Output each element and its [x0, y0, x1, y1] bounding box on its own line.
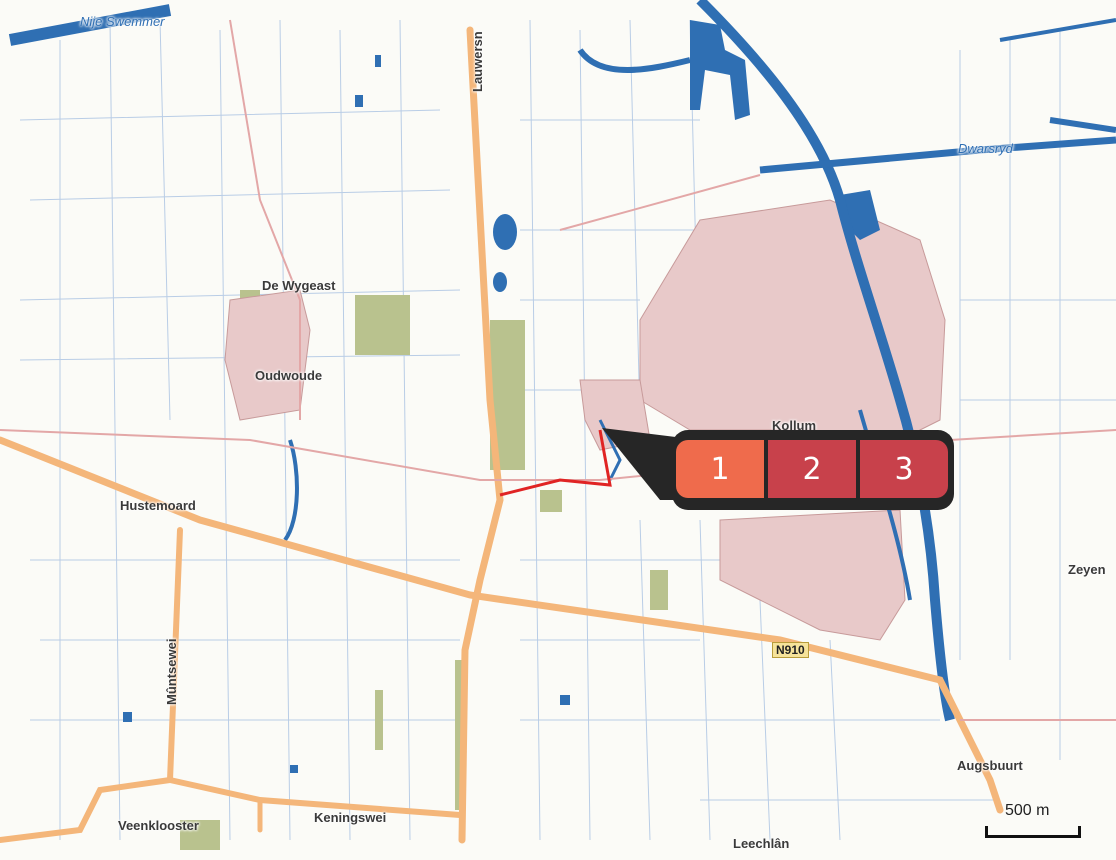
place-label: Hustemoard: [120, 498, 196, 513]
segment-label: 3: [894, 451, 914, 487]
roads: [0, 26, 1004, 844]
place-label: De Wygeast: [262, 278, 336, 293]
place-label: Kollum: [772, 418, 817, 433]
route-line: [499, 429, 612, 497]
waterways: [8, 0, 1116, 722]
place-label: Zeyen: [1068, 562, 1106, 577]
road-shield-n910: N910: [772, 642, 809, 658]
segment-label: 1: [710, 451, 730, 487]
place-label: Oudwoude: [255, 368, 323, 383]
built-up-areas: [224, 199, 946, 641]
scale-bar: 500 m: [985, 800, 1085, 840]
scale-bar-line: [985, 826, 1081, 838]
route-segment-2-button[interactable]: 2: [768, 440, 856, 498]
route-segment-1-button[interactable]: 1: [676, 440, 764, 498]
segment-label: 2: [802, 451, 822, 487]
place-label: Augsbuurt: [957, 758, 1023, 773]
road-label: Mûntsewei: [164, 638, 179, 705]
place-label: Veenklooster: [118, 818, 199, 833]
minor-roads: [0, 19, 1116, 721]
waterway-label: Dwarsryd: [958, 141, 1013, 156]
route-segment-3-button[interactable]: 3: [860, 440, 948, 498]
scale-label: 500 m: [1005, 802, 1050, 819]
waterway-label: Nije Swemmer: [80, 14, 165, 29]
road-label: Lauwersn: [470, 31, 485, 92]
place-label: Leechlân: [733, 836, 790, 851]
place-label: Keningswei: [314, 810, 387, 825]
water-bodies: [123, 20, 880, 773]
